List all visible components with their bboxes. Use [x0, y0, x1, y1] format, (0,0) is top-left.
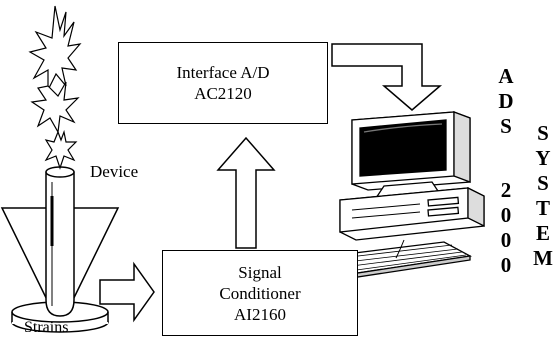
- number-digit: 0: [500, 253, 512, 277]
- conditioner-box-model: AI2160: [234, 304, 286, 324]
- conditioner-box-line2: Conditioner: [219, 283, 301, 303]
- number-digit: 0: [500, 228, 512, 252]
- ads-letter: A: [498, 64, 514, 88]
- strains-base-icon: [11, 301, 109, 333]
- hollow-arrow-icon: [99, 261, 155, 323]
- number-digit: 2: [500, 178, 512, 202]
- hollow-arrow-icon: [331, 43, 443, 111]
- interface-box-title: Interface A/D: [176, 63, 270, 82]
- explosion-icon: [28, 5, 82, 170]
- ads-2000-vertical-text: A D S 2 0 0 0: [494, 64, 518, 278]
- test-tube-icon: [45, 166, 75, 317]
- hollow-arrow-icon: [216, 136, 276, 249]
- interface-box-model: AC2120: [194, 84, 252, 103]
- interface-ad-box: Interface A/D AC2120: [118, 42, 328, 124]
- system-letter: M: [533, 246, 553, 270]
- signal-conditioner-box: Signal Conditioner AI2160: [162, 250, 358, 336]
- system-letter: S: [537, 121, 549, 145]
- system-letter: T: [535, 196, 550, 220]
- ads-letter: D: [498, 89, 514, 113]
- device-label: Device: [90, 162, 139, 181]
- system-letter: E: [535, 221, 550, 245]
- strains-label: Strains: [24, 319, 69, 336]
- computer-icon: [312, 111, 485, 282]
- conditioner-box-line1: Signal: [238, 262, 282, 282]
- system-vertical-text: S Y S T E M: [530, 121, 556, 271]
- system-letter: Y: [535, 146, 551, 170]
- system-letter: S: [537, 171, 549, 195]
- number-digit: 0: [500, 203, 512, 227]
- ads-letter: S: [500, 114, 512, 138]
